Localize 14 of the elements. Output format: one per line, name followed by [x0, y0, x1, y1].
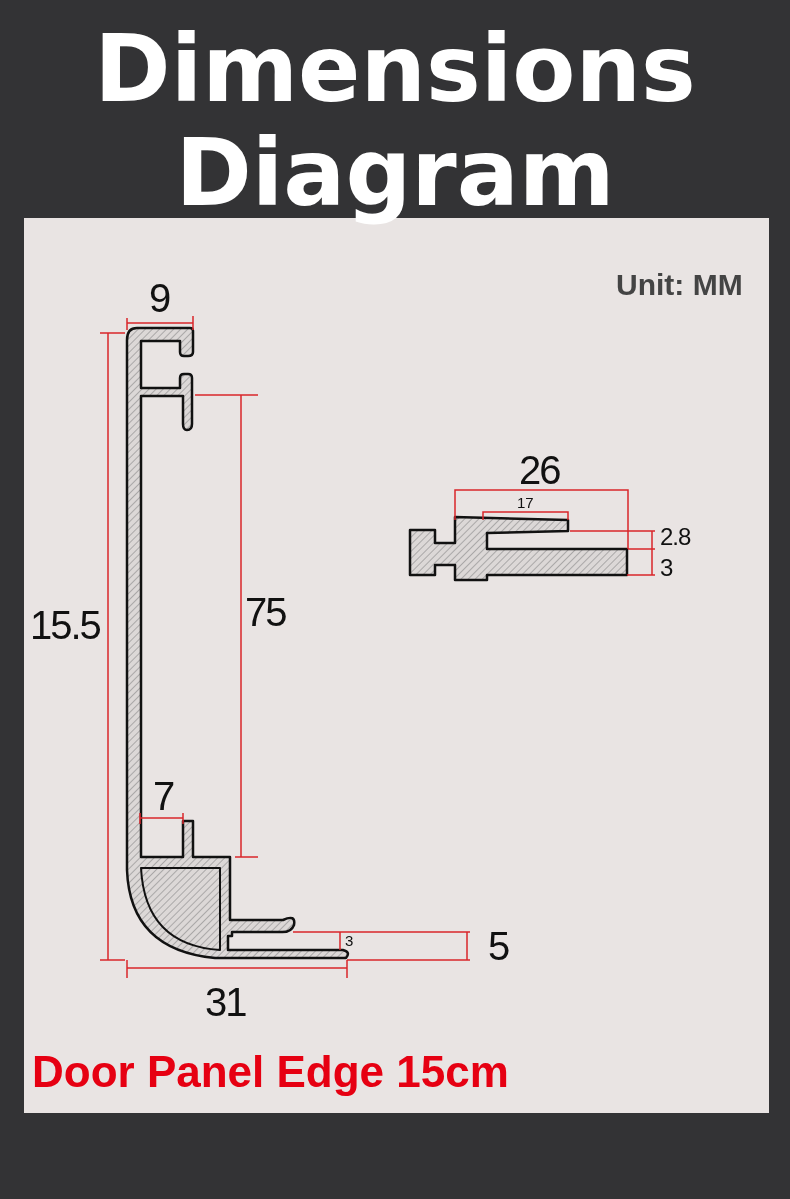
dimension-label: 2.8 [660, 525, 691, 549]
title: Dimensions Diagram [93, 18, 697, 226]
dimension-label: 9 [149, 278, 170, 318]
dimension-label: 75 [245, 592, 286, 632]
unit-label: Unit: MM [616, 270, 743, 300]
dimension-label: 7 [153, 776, 174, 816]
dimension-label: 3 [660, 556, 673, 580]
dimension-label: 5 [488, 926, 509, 966]
dimension-label: 17 [517, 495, 534, 510]
dimension-label: 15.5 [30, 605, 100, 645]
dimension-label: 31 [205, 982, 246, 1022]
caption: Door Panel Edge 15cm [32, 1050, 509, 1094]
dimension-label: 26 [519, 450, 560, 490]
dimension-label: 3 [345, 933, 354, 948]
